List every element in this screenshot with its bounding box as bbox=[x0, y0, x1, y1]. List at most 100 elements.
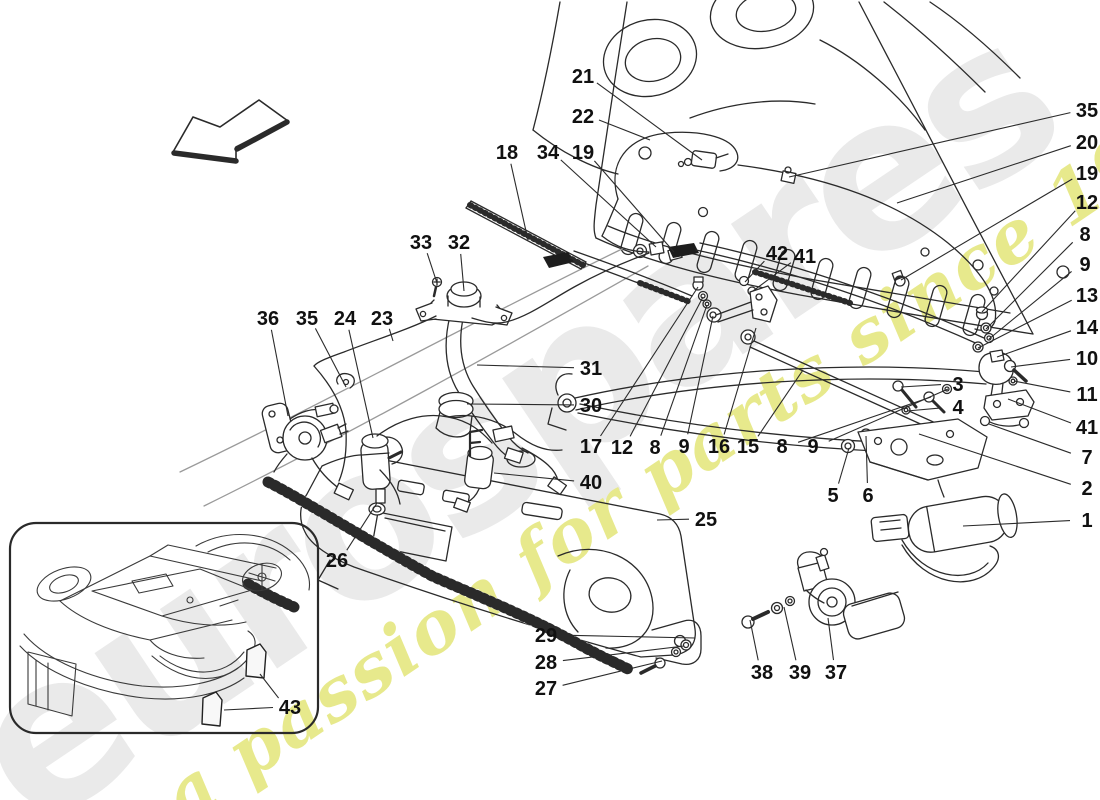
callout-4: 4 bbox=[952, 397, 964, 419]
leader-line-35 bbox=[788, 112, 1071, 178]
callout-9: 9 bbox=[678, 436, 689, 458]
leader-line-19 bbox=[900, 178, 1073, 281]
callout-12: 12 bbox=[1076, 192, 1098, 214]
leader-line-28 bbox=[562, 645, 685, 662]
callout-2: 2 bbox=[1081, 478, 1092, 500]
leader-line-13 bbox=[977, 299, 1072, 349]
leader-line-34 bbox=[560, 159, 657, 248]
leader-line-39 bbox=[783, 606, 797, 661]
leader-line-9 bbox=[687, 315, 714, 435]
washer-pump bbox=[360, 433, 403, 516]
callout-7: 7 bbox=[1081, 447, 1092, 469]
leader-line-17 bbox=[600, 286, 699, 437]
callout-32: 32 bbox=[448, 232, 470, 254]
leader-line-14 bbox=[996, 330, 1072, 358]
callout-33: 33 bbox=[410, 232, 432, 254]
leader-line-8 bbox=[797, 396, 932, 443]
inset-car-front bbox=[19, 534, 311, 717]
filler-neck-and-cap bbox=[415, 276, 536, 468]
wiper-motor bbox=[857, 418, 1018, 583]
callout-8: 8 bbox=[1079, 224, 1090, 246]
leader-line-43 bbox=[259, 673, 280, 699]
leader-line-26 bbox=[346, 502, 378, 551]
leader-line-20 bbox=[896, 145, 1071, 204]
leader-line-41 bbox=[1007, 398, 1072, 424]
callout-42: 42 bbox=[766, 243, 788, 265]
callout-8: 8 bbox=[776, 436, 787, 458]
callout-26: 26 bbox=[326, 550, 348, 572]
washer-tank bbox=[242, 436, 702, 675]
callout-23: 23 bbox=[371, 308, 393, 330]
callout-10: 10 bbox=[1076, 348, 1098, 370]
callout-21: 21 bbox=[572, 66, 594, 88]
leader-line-31 bbox=[476, 364, 575, 369]
left-wiper-arm-and-blade bbox=[465, 200, 722, 323]
level-sensor bbox=[453, 445, 494, 513]
callout-15: 15 bbox=[737, 436, 759, 458]
leader-line-21 bbox=[596, 82, 703, 161]
leader-line-9 bbox=[988, 270, 1072, 340]
callout-40: 40 bbox=[580, 472, 602, 494]
callout-37: 37 bbox=[825, 662, 847, 684]
leader-line-10 bbox=[1010, 358, 1071, 368]
callout-18: 18 bbox=[496, 142, 518, 164]
callout-34: 34 bbox=[537, 142, 560, 164]
callout-25: 25 bbox=[695, 509, 717, 531]
callout-9: 9 bbox=[1079, 254, 1090, 276]
callout-36: 36 bbox=[257, 308, 279, 330]
leader-line-12 bbox=[629, 296, 704, 437]
callout-14: 14 bbox=[1076, 317, 1099, 339]
leader-line-37 bbox=[827, 617, 835, 661]
leader-line-33 bbox=[426, 253, 438, 284]
callout-27: 27 bbox=[535, 678, 557, 700]
leader-line-3 bbox=[900, 384, 942, 388]
callout-39: 39 bbox=[789, 662, 811, 684]
leader-line-29 bbox=[562, 634, 696, 639]
leader-line-6 bbox=[865, 435, 868, 484]
callout-30: 30 bbox=[580, 395, 602, 417]
leader-line-32 bbox=[460, 253, 465, 292]
callout-29: 29 bbox=[535, 625, 557, 647]
leader-line-38 bbox=[749, 619, 759, 661]
callout-35: 35 bbox=[1076, 100, 1098, 122]
callout-11: 11 bbox=[1076, 384, 1097, 406]
horn-right bbox=[741, 547, 906, 640]
leader-line-11 bbox=[1013, 380, 1071, 393]
scuttle-lines bbox=[179, 247, 649, 507]
leader-line-5 bbox=[837, 447, 850, 484]
leader-line-42 bbox=[744, 260, 765, 283]
wiring-harness bbox=[376, 414, 568, 505]
callout-20: 20 bbox=[1076, 132, 1098, 154]
callout-24: 24 bbox=[334, 308, 357, 330]
callout-1: 1 bbox=[1081, 510, 1092, 532]
callout-5: 5 bbox=[827, 485, 838, 507]
direction-arrow-icon bbox=[171, 99, 290, 164]
callout-12: 12 bbox=[611, 437, 633, 459]
callout-28: 28 bbox=[535, 652, 557, 674]
callout-8: 8 bbox=[649, 437, 660, 459]
callout-6: 6 bbox=[862, 485, 873, 507]
leader-line-41 bbox=[752, 262, 792, 292]
leader-line-23 bbox=[388, 328, 394, 342]
inset-box bbox=[8, 521, 320, 735]
leader-line-1 bbox=[962, 520, 1071, 527]
callout-41: 41 bbox=[1076, 417, 1098, 439]
callout-13: 13 bbox=[1076, 285, 1098, 307]
cover-plugs bbox=[201, 643, 267, 727]
leader-line-7 bbox=[988, 423, 1072, 454]
callout-19: 19 bbox=[1076, 163, 1098, 185]
callout-31: 31 bbox=[580, 358, 602, 380]
callout-38: 38 bbox=[751, 662, 773, 684]
leader-line-8 bbox=[660, 304, 708, 436]
leader-line-22 bbox=[598, 119, 651, 141]
leader-line-30 bbox=[466, 403, 575, 406]
leader-line-4 bbox=[906, 407, 942, 412]
leader-line-9 bbox=[828, 388, 949, 442]
leader-line-19 bbox=[593, 160, 675, 253]
leader-line-27 bbox=[562, 660, 663, 686]
leader-line-40 bbox=[493, 472, 575, 482]
leader-line-36 bbox=[270, 329, 289, 417]
